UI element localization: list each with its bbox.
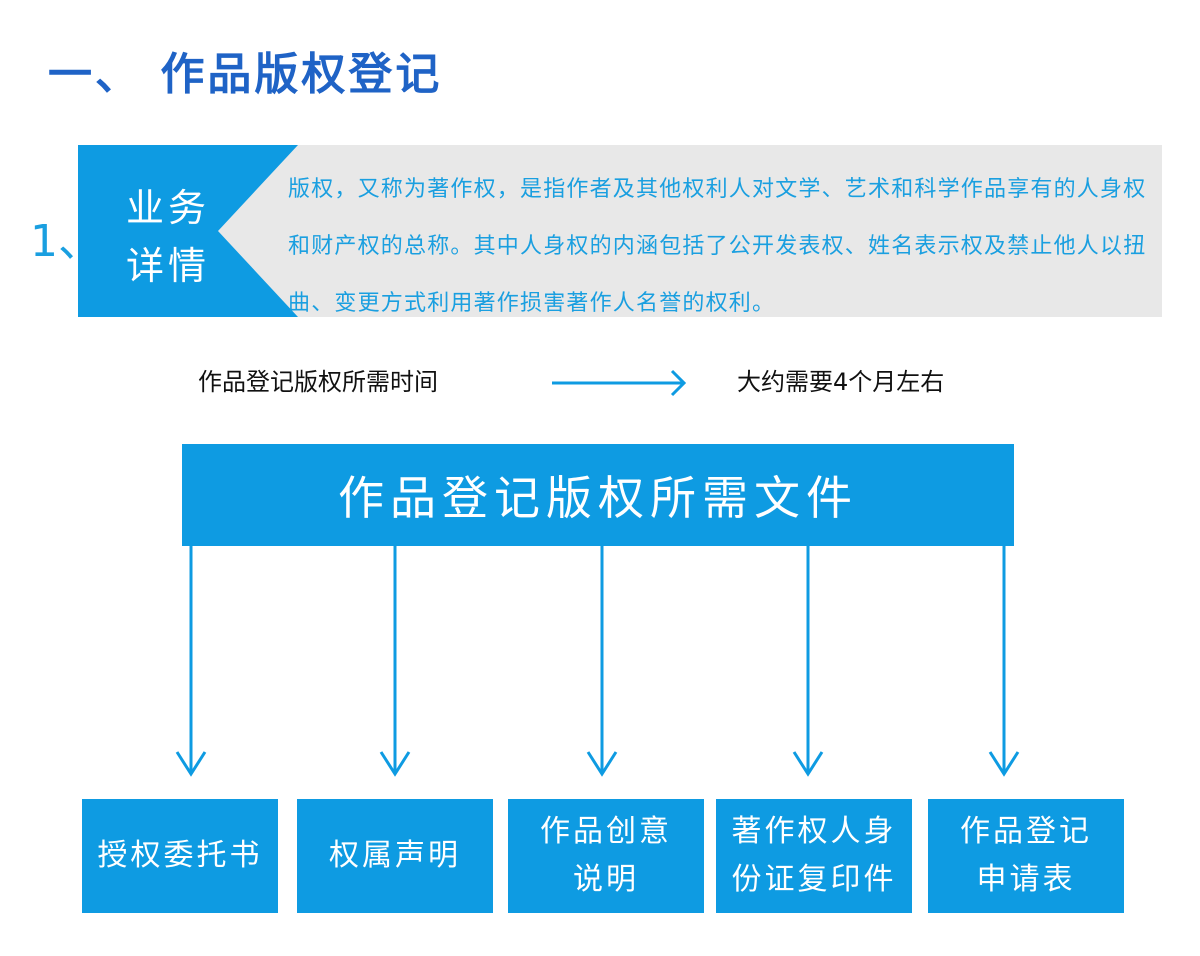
doc-box-creative: 作品创意 说明	[508, 799, 704, 913]
doc-1-line-1: 授权委托书	[97, 838, 263, 873]
arrow-head-1	[175, 751, 207, 777]
time-label: 作品登记版权所需时间	[198, 368, 438, 396]
doc-box-application: 作品登记 申请表	[928, 799, 1124, 913]
doc-3-line-1: 作品创意	[540, 814, 672, 849]
badge-label: 业务 详情	[118, 179, 218, 295]
arrow-head-2	[379, 751, 411, 777]
right-arrow-icon	[552, 369, 687, 397]
business-detail-card: 业务 详情 版权，又称为著作权，是指作者及其他权利人对文学、艺术和科学作品享有的…	[78, 145, 1162, 317]
badge-line-1: 业务	[125, 186, 210, 230]
time-value: 大约需要4个月左右	[737, 368, 945, 396]
doc-5-line-2: 申请表	[976, 862, 1076, 897]
arrow-head-3	[586, 751, 618, 777]
doc-box-authorization: 授权委托书	[82, 799, 278, 913]
doc-5-line-1: 作品登记	[960, 814, 1092, 849]
doc-box-ownership: 权属声明	[297, 799, 493, 913]
doc-4-line-2: 份证复印件	[731, 862, 897, 897]
doc-4-line-1: 著作权人身	[731, 814, 897, 849]
detail-paragraph: 版权，又称为著作权，是指作者及其他权利人对文学、艺术和科学作品享有的人身权和财产…	[288, 177, 1147, 316]
doc-2-line-1: 权属声明	[329, 838, 461, 873]
badge-line-2: 详情	[125, 244, 210, 288]
arrow-head-5	[988, 751, 1020, 777]
page-title: 一、 作品版权登记	[48, 49, 443, 100]
doc-3-line-2: 说明	[573, 862, 639, 897]
arrow-head-4	[792, 751, 824, 777]
doc-box-id-copy: 著作权人身 份证复印件	[716, 799, 912, 913]
badge-shape	[78, 145, 298, 317]
docs-header: 作品登记版权所需文件	[182, 444, 1014, 546]
